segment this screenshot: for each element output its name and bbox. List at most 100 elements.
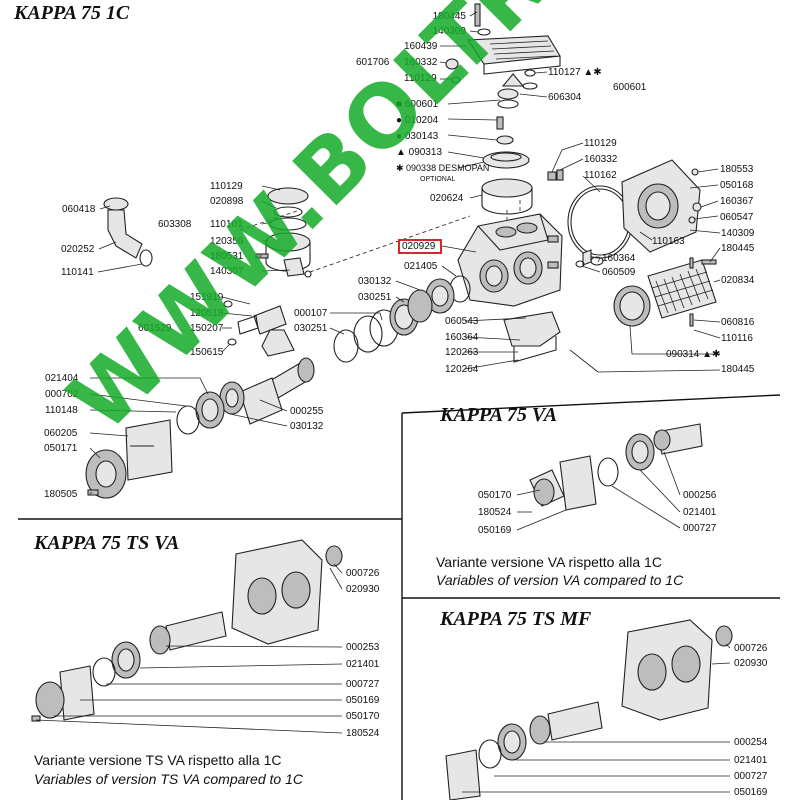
part-label: 020252 [61,244,95,255]
connecting-rod [223,300,295,357]
part-label: 050170 [346,711,380,722]
head-assembly [445,3,561,226]
part-label: 110116 [721,333,753,344]
part-label: 160364 [602,253,636,264]
part-label: 180524 [346,728,380,739]
part-label: 000255 [290,406,324,417]
part-label: 050168 [720,180,754,191]
part-label: 030251 [294,323,328,334]
part-label: 050171 [44,443,78,454]
part-label: 000727 [734,771,768,782]
title-kappa-75-ts-mf: KAPPA 75 TS MF [440,608,592,630]
part-label: 000254 [734,737,768,748]
part-label: 160364 [445,332,479,343]
part-label: 140309 [432,26,466,37]
part-label: 000726 [734,643,768,654]
part-label: 030132 [358,276,392,287]
part-label: 050169 [734,787,768,798]
part-label: 140309 [721,228,755,239]
part-label: 021401 [734,755,768,766]
elbow-fitting [103,197,153,267]
part-label: 120263 [445,347,479,358]
part-label: 110101 [210,219,243,230]
part-label: 000727 [683,523,717,534]
part-label: 020930 [734,658,768,669]
part-label: 000727 [346,679,380,690]
part-label: ▲ 090313 [396,147,443,158]
part-label: 140307 [210,266,244,277]
part-label: 020834 [721,275,755,286]
part-label: 110163 [652,236,685,247]
part-label: 606304 [548,92,582,103]
part-label: 020930 [346,584,380,595]
section-divider-right-top [401,394,781,414]
part-label: 050170 [478,490,512,501]
part-label: 000726 [346,568,380,579]
part-label: 160367 [720,196,754,207]
part-label: 110129 [404,73,437,84]
part-label: 060547 [720,212,754,223]
part-label: 110148 [45,405,78,416]
note-tsva-italian: Variante versione TS VA rispetto alla 1C [34,752,282,768]
part-label: 120264 [445,364,479,375]
part-label: 060509 [602,267,636,278]
part-label: 000256 [683,490,717,501]
part-label: 180524 [478,507,512,518]
part-label: 000702 [45,389,79,400]
side-cover [547,159,702,268]
part-label: 020898 [210,196,244,207]
part-label: 150615 [190,347,224,358]
part-label: 110129 [584,138,617,149]
part-label: 050169 [478,525,512,536]
part-label: 160332 [404,57,438,68]
shaft-seals [85,289,433,499]
leader-lines [35,11,731,793]
note-tsva-english: Variables of version TS VA compared to 1… [34,771,303,787]
grille-cover [613,257,717,327]
part-label: 000253 [346,642,380,653]
part-label: 600601 [613,82,647,93]
pump-body [425,213,599,373]
part-label: 120356 [210,236,244,247]
part-label: 000107 [294,308,328,319]
part-label: 110129 [210,181,243,192]
part-label: 601529 [138,323,172,334]
title-kappa-75-ts-va: KAPPA 75 TS VA [34,532,180,554]
part-label: 151919 [190,292,224,303]
part-label: ■ 600601 [396,99,439,110]
part-label: ● 030143 [396,131,439,142]
part-label: 030251 [358,292,392,303]
part-label: 110141 [61,267,94,278]
part-label: 160332 [584,154,618,165]
part-label: 090314 ▲✱ [666,349,721,360]
title-kappa-75-va: KAPPA 75 VA [440,404,558,426]
part-label: 050169 [346,695,380,706]
part-label: 060816 [721,317,755,328]
part-label: 160439 [404,41,438,52]
title-kappa-75-1c: KAPPA 75 1C [14,2,130,24]
note-va-italian: Variante versione VA rispetto alla 1C [436,554,662,570]
part-label: ● 010204 [396,115,439,126]
part-label: 021401 [346,659,380,670]
part-label: 030132 [290,421,324,432]
part-label: 110127 ▲✱ [548,67,602,78]
part-label: 150207 [190,323,224,334]
part-label: 021404 [45,373,79,384]
part-label: 120518 [190,308,224,319]
optional-label: OPTIONAL [420,176,456,183]
part-label: 060543 [445,316,479,327]
part-label: 021405 [404,261,438,272]
part-label: 060418 [62,204,96,215]
part-label: 021401 [683,507,717,518]
tsva-parts [31,539,343,722]
part-label: ✱ 090338 DESMOPAN [396,163,490,173]
highlight-box [398,239,442,254]
part-label: 020624 [430,193,464,204]
part-label: 180553 [720,164,754,175]
part-label-highlighted: 020929 [402,241,436,252]
part-label: 601706 [356,57,390,68]
part-label: 060205 [44,428,78,439]
part-label: 110162 [584,170,617,181]
